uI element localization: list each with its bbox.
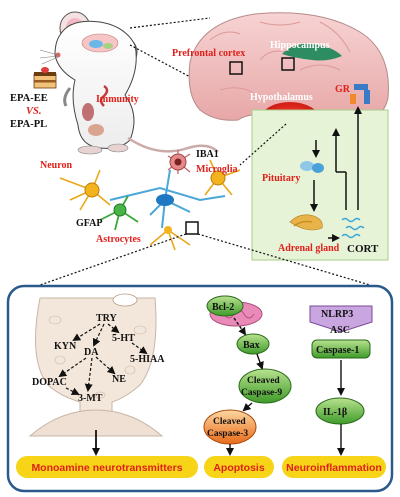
banner-monoamine-text: Monoamine neurotransmitters — [31, 462, 182, 474]
node-cleaved-caspase-9 — [238, 368, 292, 404]
pituitary-icon — [300, 161, 324, 173]
node-dopac: DOPAC — [32, 377, 67, 388]
gr-receptor-icon — [350, 84, 370, 104]
node-da: DA — [84, 347, 99, 358]
cell-network — [59, 150, 241, 251]
node-5ht: 5-HT — [112, 333, 135, 344]
node-ne: NE — [112, 374, 126, 385]
node-try: TRY — [96, 313, 118, 324]
node-nlrp3-shape — [309, 305, 373, 333]
node-bax-label: Bax — [243, 340, 260, 351]
node-bcl2-label: Bcl-2 — [212, 302, 234, 313]
apoptosis-arrows — [226, 317, 264, 456]
label-epa-ee: EPA-EE — [10, 93, 48, 104]
adrenal-gland-icon — [289, 214, 323, 231]
label-immunity: Immunity — [96, 94, 139, 105]
monoamine-arrows — [58, 323, 148, 395]
label-adrenal-gland: Adrenal gland — [278, 243, 340, 254]
node-casp9-line1: Cleaved — [247, 376, 280, 386]
node-3mt: 3-MT — [78, 393, 103, 404]
hpa-arrows — [310, 106, 362, 242]
node-kyn: KYN — [54, 341, 77, 352]
synapse-illustration — [28, 293, 164, 437]
banner-monoamine — [16, 456, 198, 478]
label-neuron: Neuron — [40, 160, 72, 171]
banner-neuroinflammation — [282, 456, 386, 478]
label-astrocytes: Astrocytes — [96, 234, 141, 245]
node-bax — [236, 333, 270, 355]
node-nlrp3: NLRP3 — [321, 309, 353, 320]
node-il1b-shape — [315, 397, 365, 425]
label-microglia: Microglia — [196, 164, 237, 175]
banner-apoptosis — [204, 456, 274, 478]
node-caspase-1: Caspase-1 — [316, 345, 359, 356]
node-il1b: IL-1β — [323, 407, 347, 418]
node-caspase-1-shape — [311, 339, 371, 359]
label-iba1: IBA1 — [196, 149, 219, 160]
marker-hippocampus — [281, 57, 295, 71]
label-pituitary: Pituitary — [262, 173, 300, 184]
banner-neuroinflammation-text: Neuroinflammation — [286, 462, 382, 474]
zoom-connector-panel — [39, 233, 371, 286]
zoom-connector-brain — [129, 17, 211, 81]
hpa-axis-panel — [251, 109, 389, 261]
label-gr: GR — [335, 84, 351, 95]
label-epa-pl: EPA-PL — [10, 119, 47, 130]
label-hypothalamus: Hypothalamus — [250, 92, 313, 103]
marker-prefrontal — [229, 61, 243, 75]
label-gfap: GFAP — [76, 218, 102, 229]
label-vs: VS. — [26, 106, 41, 117]
node-casp3-line2: Caspase-3 — [207, 429, 248, 439]
node-casp9-line2: Caspase-9 — [241, 388, 282, 398]
node-casp3-line1: Cleaved — [213, 417, 246, 427]
label-prefrontal-cortex: Prefrontal cortex — [172, 48, 245, 59]
node-bcl2 — [206, 295, 244, 317]
node-asc: ASC — [330, 325, 350, 336]
node-5hiaa: 5-HIAA — [130, 354, 165, 365]
cort-icon — [341, 217, 365, 239]
marker-synapse — [185, 221, 199, 235]
label-cort: CORT — [347, 243, 379, 255]
cake-icon — [33, 67, 57, 89]
label-hippocampus: Hippocampus — [270, 40, 330, 51]
mouse-illustration — [39, 11, 219, 155]
banner-apoptosis-text: Apoptosis — [213, 462, 264, 474]
